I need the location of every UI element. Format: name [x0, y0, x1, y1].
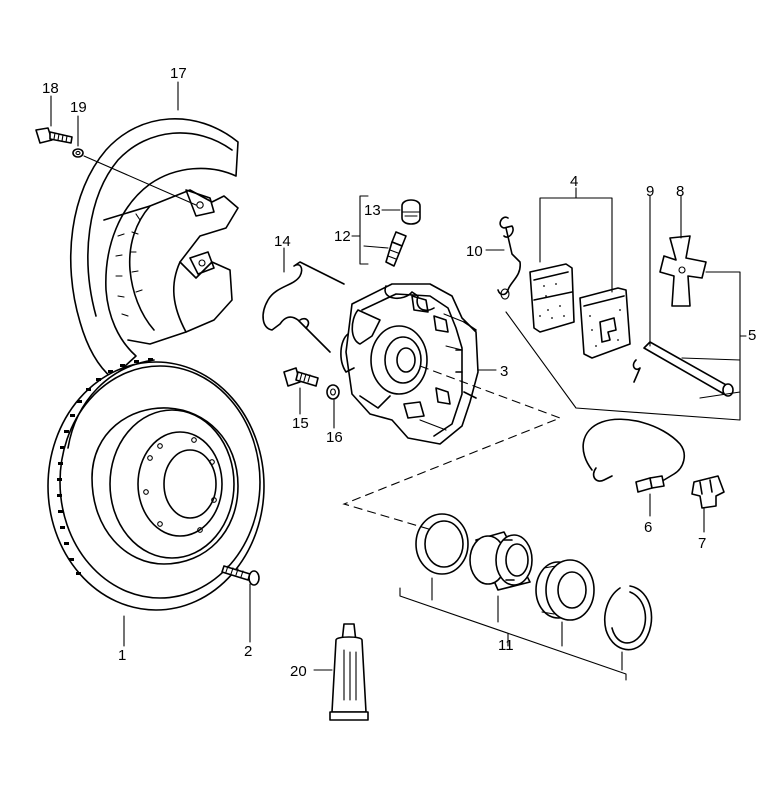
callout-1: 1	[118, 647, 126, 664]
callout-17: 17	[170, 65, 187, 82]
callout-9: 9	[646, 183, 654, 200]
callout-5: 5	[748, 327, 756, 344]
caliper-washer	[326, 384, 340, 400]
grease-tube	[329, 623, 369, 721]
callout-2: 2	[244, 643, 252, 660]
shield-bolt	[35, 127, 73, 144]
piston-seal-ring	[415, 513, 469, 575]
retaining-ring	[604, 585, 653, 651]
wear-sensor-clip	[497, 216, 521, 300]
sensor-clip	[691, 475, 725, 509]
callout-13: 13	[364, 202, 381, 219]
callout-15: 15	[292, 415, 309, 432]
caliper-bolt	[283, 367, 319, 387]
dust-shield	[69, 118, 239, 379]
anti-rattle-spring	[659, 235, 707, 307]
bleed-valve	[385, 231, 407, 267]
disc-screw	[221, 565, 260, 586]
callout-8: 8	[676, 183, 684, 200]
callout-labels: 1 2 3 4 5 6 7 8 9 10 11 12 13 14 15 16 1…	[42, 65, 756, 680]
callout-11: 11	[498, 637, 514, 654]
bleed-cap	[401, 199, 421, 225]
brake-pad-outer	[579, 287, 631, 359]
retaining-pin	[643, 341, 734, 397]
callout-10: 10	[466, 243, 483, 260]
callout-19: 19	[70, 99, 87, 116]
callout-4: 4	[570, 173, 578, 190]
callout-7: 7	[698, 535, 706, 552]
shield-washer	[72, 148, 84, 158]
brake-pad-inner	[529, 263, 575, 333]
leader-lines	[50, 81, 747, 681]
spreader-spring	[262, 261, 345, 353]
brake-disc	[47, 358, 265, 611]
brake-caliper	[340, 283, 479, 445]
caliper-piston	[469, 531, 533, 591]
piston-dust-boot	[535, 559, 595, 621]
cotter-pin	[632, 359, 641, 383]
callout-18: 18	[42, 80, 59, 97]
callout-14: 14	[274, 233, 291, 250]
callout-20: 20	[290, 663, 307, 680]
wear-sensor	[582, 418, 686, 493]
callout-16: 16	[326, 429, 343, 446]
callout-6: 6	[644, 519, 652, 536]
callout-3: 3	[500, 363, 508, 380]
callout-12: 12	[334, 228, 351, 245]
